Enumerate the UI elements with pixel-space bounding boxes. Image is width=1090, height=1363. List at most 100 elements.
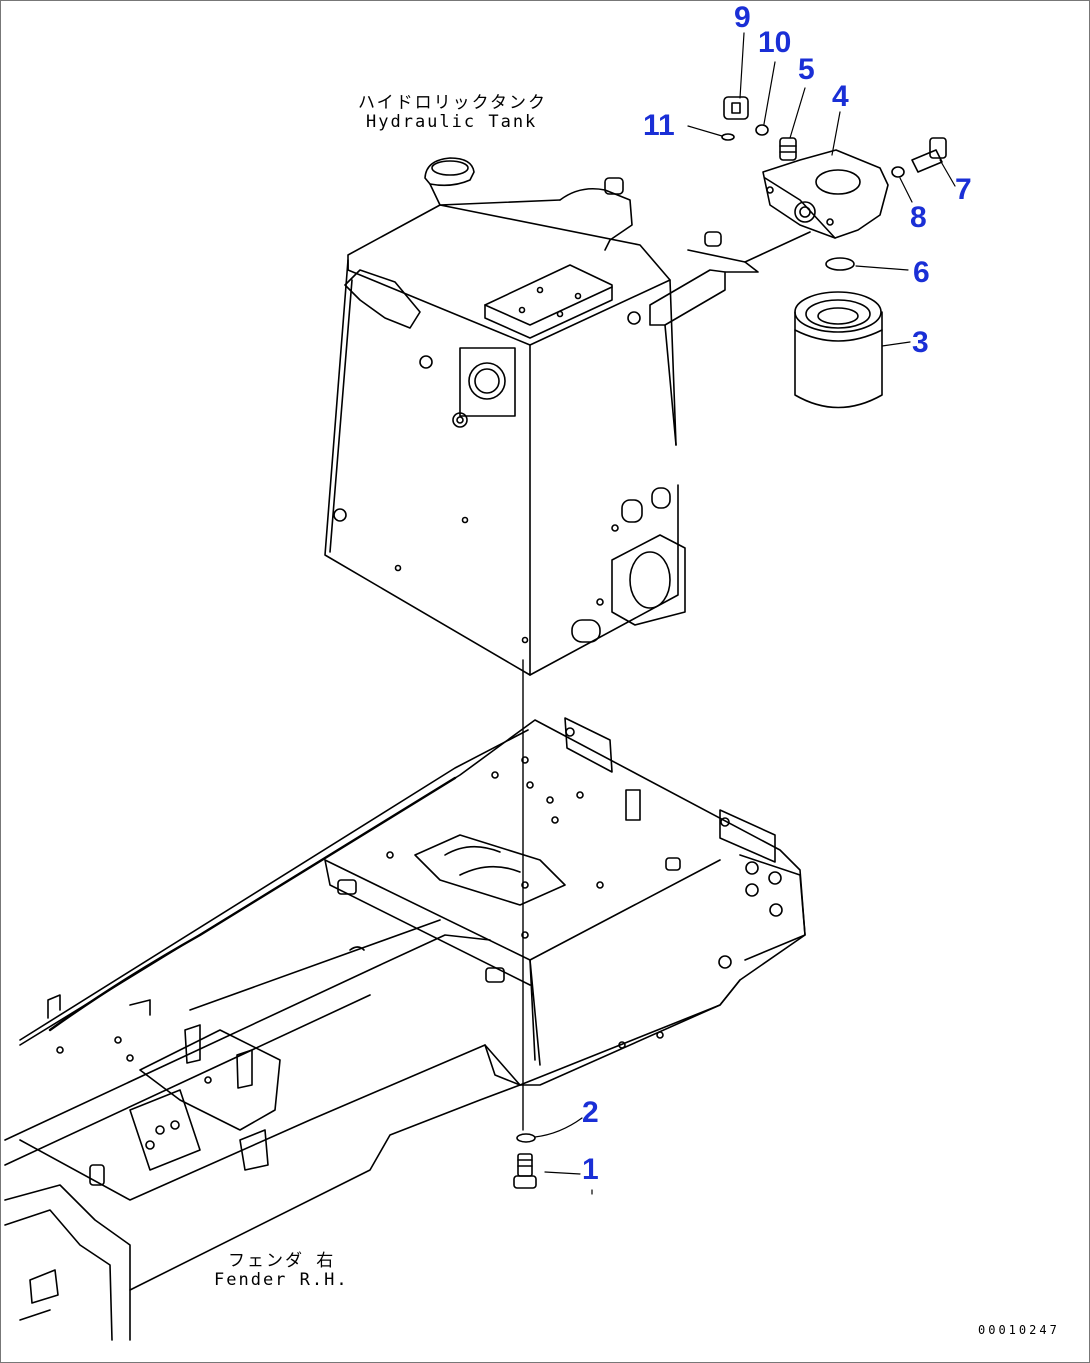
washer-mount (516, 1133, 536, 1143)
plug-body (779, 137, 797, 161)
part-label-8: 8 (910, 201, 927, 234)
end-plate-bolt (745, 883, 759, 897)
hydraulic-tank-caption-jp: ハイドロリックタンク (358, 93, 547, 113)
fender-inner (4, 1209, 113, 1341)
filter-head-port (794, 201, 816, 223)
filter-head-port-inner (799, 206, 811, 218)
hydraulic-tank-caption-en: Hydraulic Tank (366, 112, 538, 132)
tank-top-face (347, 204, 671, 346)
deck-hole (386, 851, 394, 859)
frame-bracket-lower (129, 1089, 201, 1171)
filter-switch-body (723, 96, 749, 120)
tank-front-port-inner (474, 368, 500, 394)
end-plate-bolt (768, 871, 782, 885)
part-label-11: 11 (643, 109, 675, 142)
deck-boss (337, 879, 357, 895)
tank-plug-center (456, 416, 464, 424)
leader-3 (881, 341, 911, 347)
frame-lever-assy (139, 1029, 281, 1131)
leader-6 (855, 265, 909, 271)
cover-bolt (536, 286, 544, 294)
deck-hole (551, 816, 559, 824)
plug (779, 137, 797, 161)
filter-head (762, 149, 889, 239)
part-label-5: 5 (798, 53, 815, 86)
bolt-head (929, 137, 947, 159)
filter-head-top (815, 169, 861, 195)
o-ring (755, 124, 769, 136)
tank-front-lug (344, 269, 421, 329)
fender-caption-en: Fender R.H. (214, 1270, 349, 1290)
leader-2 (534, 1117, 583, 1138)
frame-stud (89, 1164, 105, 1186)
frame-hole (56, 1046, 64, 1054)
filter-head-body (762, 149, 889, 239)
filter-element-body (794, 311, 883, 409)
filter-element-opening (817, 307, 859, 325)
tank-filler-opening (431, 160, 469, 176)
leader-10 (763, 61, 776, 125)
filter-switch (723, 96, 749, 120)
tank-side-face (529, 279, 679, 676)
clip (721, 133, 735, 141)
filter-head-hole (766, 186, 774, 194)
deck-hole (521, 881, 529, 889)
tank-plug (627, 311, 641, 325)
deck-opening-inner (459, 865, 521, 876)
bracket-hole (170, 1120, 180, 1130)
bracket-plate (687, 249, 759, 273)
main-frame (4, 717, 806, 1341)
frame-hose (48, 776, 457, 1032)
frame-lower-rail (484, 979, 741, 1086)
cover-bolt (518, 306, 526, 314)
tank-front-port (468, 362, 506, 400)
part-label-9: 9 (734, 1, 751, 34)
frame-rail-inner (189, 919, 441, 1011)
frame-post (625, 789, 641, 821)
tank-side-boss (571, 619, 601, 643)
bracket-hole (720, 817, 730, 827)
tank-front-edge-fold (329, 279, 353, 553)
frame-rail (4, 934, 491, 1166)
bracket-leader-line (664, 324, 677, 446)
leader-1 (544, 1171, 581, 1175)
fender-bracket (29, 1269, 59, 1304)
hydraulic-tank (324, 157, 686, 676)
frame-lower-edge (129, 1084, 521, 1291)
tank-plug (419, 355, 433, 369)
tank-side-boss (621, 499, 643, 523)
tank-top-cover-plate (484, 264, 613, 339)
end-plate-bolt (769, 903, 783, 917)
frame-post (236, 1049, 253, 1089)
frame-end-plate (739, 854, 806, 961)
filter-element-ring (805, 299, 871, 329)
frame-deck-outline (19, 719, 806, 1201)
bracket-leader-line (744, 231, 811, 263)
tank-top-cover-edge (484, 286, 613, 326)
tank-rear-boss (604, 177, 624, 195)
tank-side-port (629, 551, 671, 609)
end-plate-bolt (718, 955, 732, 969)
tank-hole (596, 598, 604, 606)
tank-plug (452, 412, 468, 428)
leader-4 (831, 111, 841, 156)
end-plate-bolt (745, 861, 759, 875)
bracket-hole (565, 727, 575, 737)
fender-edge (19, 1309, 51, 1321)
deck-hole (546, 796, 554, 804)
leader-8 (899, 177, 913, 203)
frame-deck-edge (19, 729, 529, 1041)
deck-hole (576, 791, 584, 799)
tank-rear-lug (559, 187, 633, 251)
filter-switch-terminal (731, 102, 741, 114)
tank-side-port-flange (611, 534, 686, 626)
tank-hole (394, 564, 402, 572)
tank-mount-pad-edge (529, 959, 536, 1061)
filter-element-band (794, 329, 883, 342)
frame-hole (204, 1076, 212, 1084)
frame-clip (349, 946, 365, 951)
deck-hole (526, 781, 534, 789)
washer (891, 166, 905, 178)
tank-top-back-edge (429, 183, 561, 206)
